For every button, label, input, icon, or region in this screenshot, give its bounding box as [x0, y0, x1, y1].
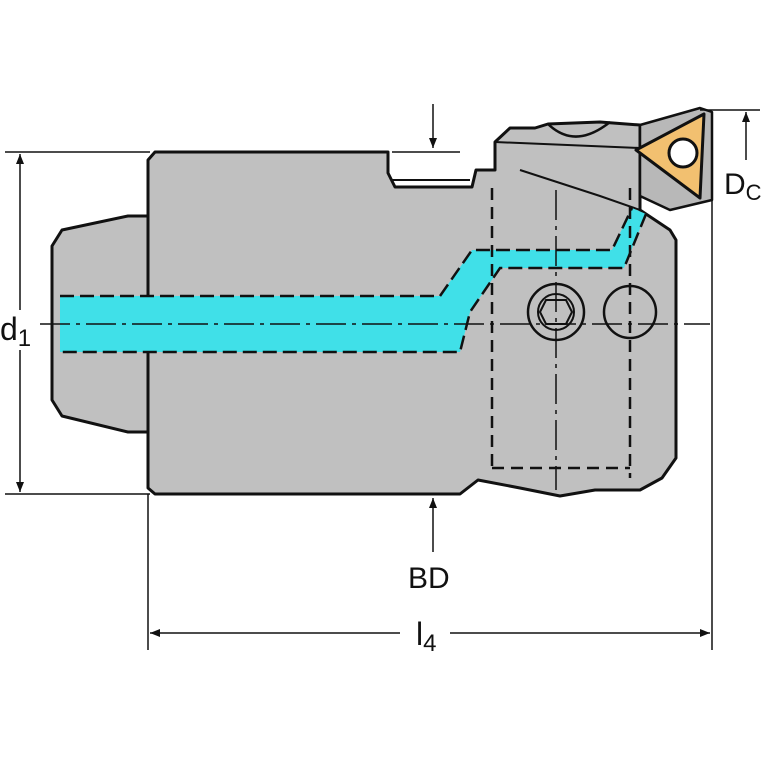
- insert-hole: [667, 137, 699, 169]
- dc-label: DC: [724, 168, 762, 205]
- d1-label: d1: [0, 311, 31, 352]
- chip-pocket: [547, 121, 611, 138]
- coolant-outline: [60, 207, 648, 354]
- head-top-edge: [494, 141, 641, 149]
- l4-label: l4: [416, 616, 436, 657]
- coolant-hole: [602, 284, 658, 340]
- head-slope-edge: [519, 169, 641, 211]
- coolant-channel: [60, 208, 646, 352]
- bd-label: BD: [408, 562, 450, 595]
